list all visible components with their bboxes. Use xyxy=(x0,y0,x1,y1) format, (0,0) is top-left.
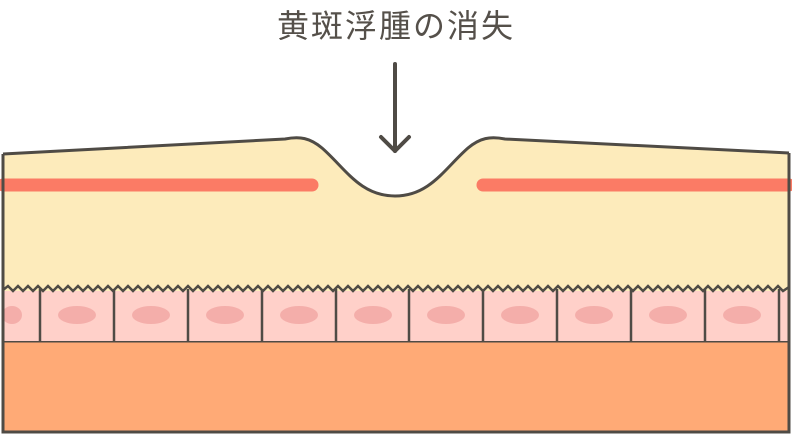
retina-surface-outline xyxy=(2,136,790,198)
rpe-cell-dividers xyxy=(38,289,781,341)
down-arrow-icon xyxy=(379,62,411,153)
diagram-title: 黄斑浮腫の消失 xyxy=(276,7,515,45)
rpe-nuclei xyxy=(2,306,761,324)
choroid-layer xyxy=(1,339,791,434)
zigzag-border xyxy=(2,284,790,293)
retina-layer xyxy=(3,137,789,291)
